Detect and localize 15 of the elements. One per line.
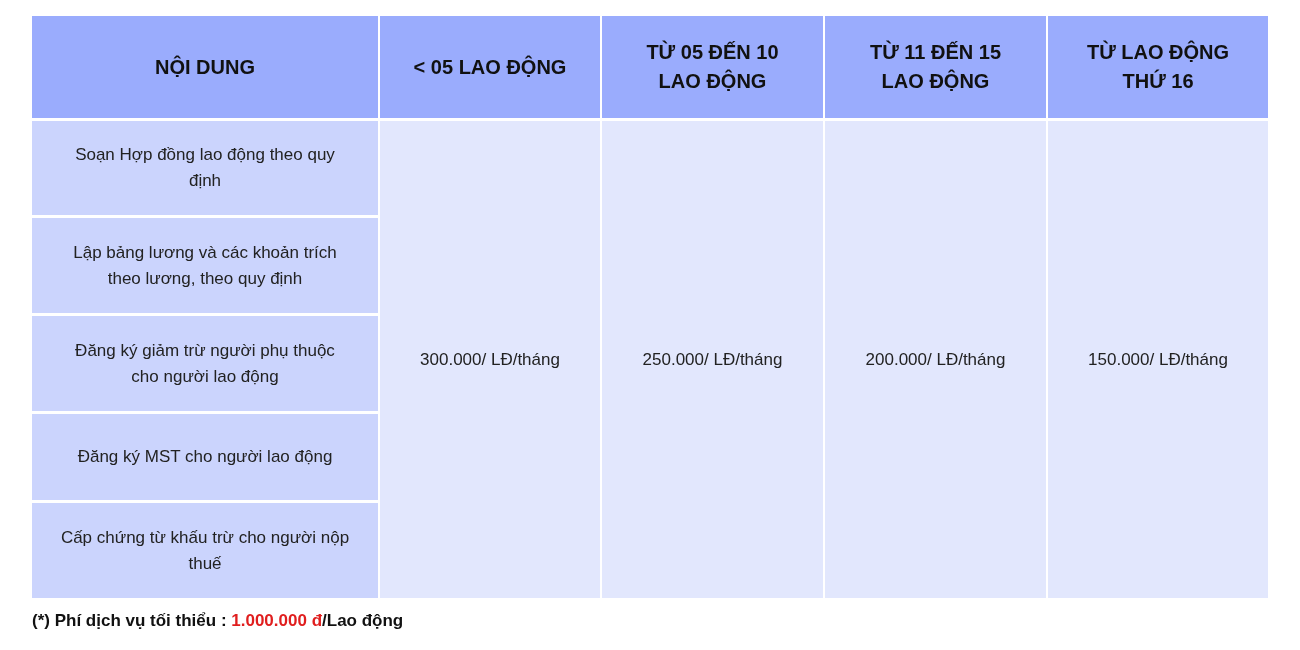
price-cell: 300.000/ LĐ/tháng	[380, 121, 600, 598]
price-cell: 150.000/ LĐ/tháng	[1048, 121, 1268, 598]
column-header: < 05 LAO ĐỘNG	[380, 16, 600, 118]
service-item: Cấp chứng từ khấu trừ cho người nộp thuế	[32, 503, 378, 598]
price-cell: 200.000/ LĐ/tháng	[825, 121, 1046, 598]
column-header: TỪ LAO ĐỘNG THỨ 16	[1048, 16, 1268, 118]
service-item: Đăng ký giảm trừ người phụ thuộc cho người lao động	[32, 316, 378, 411]
column-header: TỪ 11 ĐẾN 15 LAO ĐỘNG	[825, 16, 1046, 118]
service-item: Lập bảng lương và các khoản trích theo lương, theo quy định	[32, 218, 378, 313]
column-header: NỘI DUNG	[32, 16, 378, 118]
service-item: Đăng ký MST cho người lao động	[32, 414, 378, 500]
price-cell: 250.000/ LĐ/tháng	[602, 121, 823, 598]
service-item: Soạn Hợp đồng lao động theo quy định	[32, 121, 378, 215]
column-header: TỪ 05 ĐẾN 10 LAO ĐỘNG	[602, 16, 823, 118]
footnote: (*) Phí dịch vụ tối thiểu : 1.000.000 đ/Lao động	[32, 611, 404, 631]
